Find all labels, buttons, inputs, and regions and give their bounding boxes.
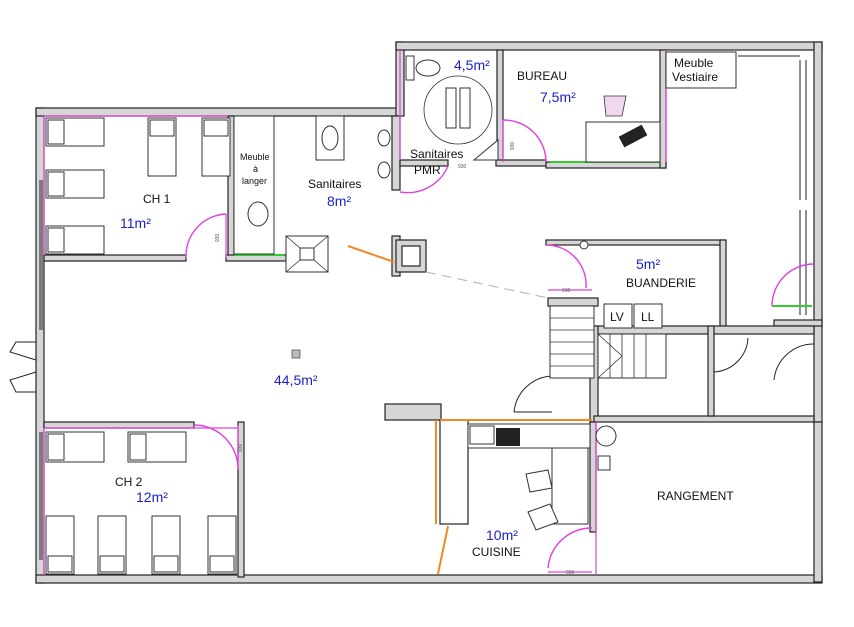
door-mark: 930 [215,233,221,242]
door-mark: 930 [238,443,244,452]
cuisine-area: 10m² [486,527,518,543]
stairs [425,271,667,379]
sanitaires-area: 8m² [327,193,351,209]
pmr-fixtures [405,55,499,161]
ll-box [633,303,663,329]
meuble-langer-line2: à [253,164,258,174]
cuisine-name: CUISINE [472,545,521,559]
kitchen-fixtures [435,419,617,575]
pmr-line1: Sanitaires [410,147,463,161]
meuble-langer-line3: langer [242,176,267,186]
meuble-langer-line1: Meuble [240,152,270,162]
pmr-line2: PMR [414,163,441,177]
vestiaire-line1: Meuble [674,56,714,70]
doors [43,50,815,575]
lv-label: LV [610,310,624,324]
bureau-area: 7,5m² [540,89,576,105]
ch2-area: 12m² [136,489,168,505]
lv-box [603,303,633,329]
rangement-name: RANGEMENT [657,489,734,503]
door-mark: 930 [566,570,575,576]
bureau-name: BUREAU [517,69,567,83]
beds-ch2 [45,431,237,575]
buanderie-name: BUANDERIE [626,276,696,290]
ch1-area: 11m² [120,215,151,231]
laundry-appliances: LV LL [579,240,663,329]
beds-ch1 [45,117,231,255]
door-marks: 930 930 930 930 930 930 [215,141,575,576]
main-area: 44,5m² [274,372,318,388]
door-mark: 930 [510,141,516,150]
ch2-name: CH 2 [115,475,143,489]
door-mark: 930 [458,164,467,170]
sanitaires-fixtures [233,115,395,273]
pmr-area: 4,5m² [454,57,490,73]
vestiaire-line2: Vestiaire [672,70,718,84]
buanderie-area: 5m² [636,256,660,272]
room-labels: CH 1 11m² Meuble à langer Sanitaires 8m²… [115,56,734,559]
column [291,349,301,359]
bureau-furniture [585,51,737,163]
ch1-name: CH 1 [143,192,171,206]
sanitaires-name: Sanitaires [308,177,361,191]
ll-label: LL [641,310,655,324]
door-mark: 930 [562,288,571,294]
